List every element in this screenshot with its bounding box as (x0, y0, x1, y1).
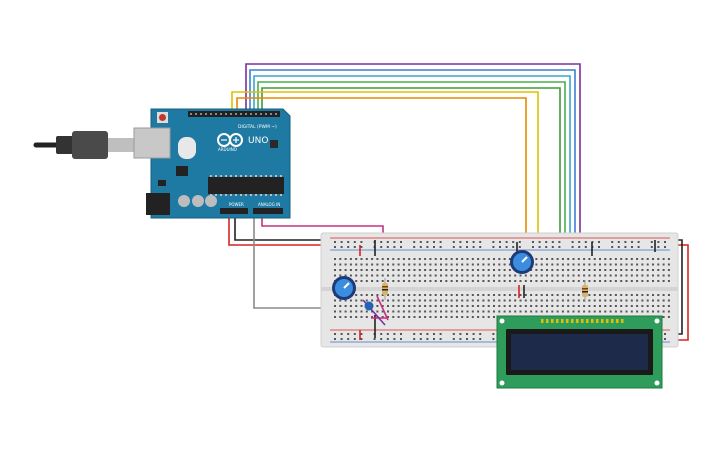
arduino-model-label: UNO (248, 136, 268, 146)
lcd-pins[interactable] (541, 319, 624, 323)
resistor-icon-2[interactable] (582, 280, 588, 302)
microcontroller-chip (210, 175, 282, 196)
wire-cyan[interactable] (253, 75, 571, 298)
wire-black-gnd[interactable] (234, 215, 348, 241)
wire-red-5v[interactable] (228, 215, 348, 246)
breadboard-holes (334, 241, 670, 340)
wire-green-2[interactable] (261, 87, 561, 298)
potentiometer-icon-2[interactable] (510, 250, 534, 274)
arduino-uno-board[interactable]: DIGITAL (PWM ~) ARDUINO UNO POWER ANALOG… (133, 108, 291, 219)
wire-yellow[interactable] (231, 91, 539, 298)
analog-header-label: ANALOG IN (258, 202, 280, 207)
power-header-label: POWER (229, 202, 244, 207)
resistor-icon[interactable] (382, 278, 388, 300)
digital-header-label: DIGITAL (PWM ~) (238, 124, 277, 130)
digital-header-pins[interactable] (190, 113, 277, 115)
arduino-brand-label: ARDUINO (218, 147, 237, 152)
lcd-16x2-icon[interactable] (496, 315, 663, 389)
usb-cable-icon[interactable] (33, 131, 134, 159)
wire-purple[interactable] (245, 63, 581, 298)
wire-blue[interactable] (249, 69, 576, 298)
potentiometer-icon[interactable] (332, 276, 356, 300)
wire-green[interactable] (257, 81, 566, 298)
wire-orange[interactable] (236, 97, 527, 258)
arduino-logo-icon (217, 133, 243, 147)
lcd-screen (511, 334, 648, 370)
capacitor-icon[interactable] (364, 301, 374, 311)
